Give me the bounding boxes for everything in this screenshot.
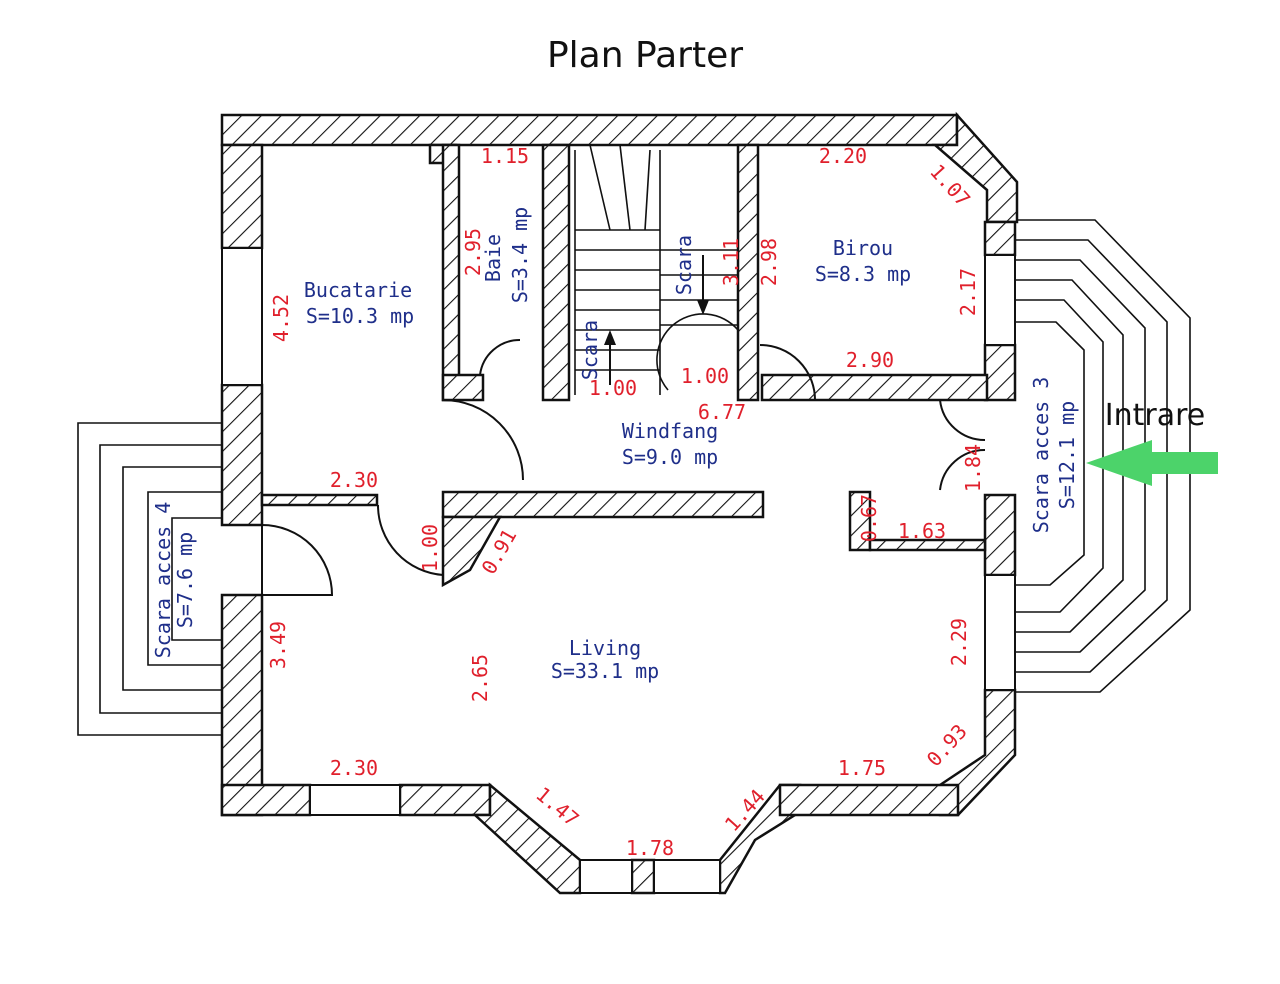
room-name-bucatarie: Bucatarie	[304, 278, 412, 302]
dim-birou-top: 2.20	[819, 144, 867, 168]
dim-windfang-door: 1.84	[961, 444, 985, 492]
room-area-living: S=33.1 mp	[551, 659, 659, 683]
dim-bay-left: 1.47	[531, 782, 583, 831]
dim-birou-bottom: 2.90	[846, 348, 894, 372]
dim-recess-width: 1.63	[898, 519, 946, 543]
room-name-birou: Birou	[833, 236, 893, 260]
dim-baie-width: 1.15	[481, 144, 529, 168]
room-area-windfang: S=9.0 mp	[622, 445, 718, 469]
room-name-living: Living	[569, 636, 641, 660]
dim-birou-left: 2.98	[757, 238, 781, 286]
entry-label: Intrare	[1105, 398, 1205, 433]
dim-kitchen-height: 4.52	[269, 294, 293, 342]
room-name-baie: Baie	[481, 234, 505, 282]
room-area-scara-acces-3: S=12.1 mp	[1055, 401, 1079, 509]
doors	[261, 338, 986, 596]
entry-arrow-icon	[1086, 440, 1218, 486]
page-title: Plan Parter	[547, 35, 743, 76]
walls	[220, 111, 1019, 895]
dim-living-mid: 2.65	[468, 654, 492, 702]
room-area-scara-acces-4: S=7.6 mp	[173, 532, 197, 628]
stairs-left-exterior	[77, 422, 222, 736]
room-name-scara-up: Scara	[578, 320, 602, 380]
dim-recess-depth: 0.67	[857, 494, 881, 542]
dim-living-left: 3.49	[266, 621, 290, 669]
room-name-windfang: Windfang	[622, 419, 718, 443]
dim-living-bottom-right: 1.75	[838, 756, 886, 780]
dim-hall-door: 1.00	[418, 524, 442, 572]
room-area-baie: S=3.4 mp	[508, 207, 532, 303]
dim-baie-height: 2.95	[461, 228, 485, 276]
room-area-bucatarie: S=10.3 mp	[306, 304, 414, 328]
interior-stairs	[574, 144, 739, 395]
dim-windfang-width: 6.77	[698, 400, 746, 424]
dim-living-corner: 0.93	[922, 719, 972, 771]
windows	[221, 247, 1016, 894]
dim-stair-right-width: 1.00	[681, 364, 729, 388]
room-labels: Bucatarie S=10.3 mp Baie S=3.4 mp Birou …	[151, 207, 1079, 683]
dim-bay-front: 1.78	[626, 836, 674, 860]
dim-birou-right: 2.17	[956, 268, 980, 316]
room-name-scara-acces-4: Scara acces 4	[151, 502, 175, 659]
dim-living-bottom-left: 2.30	[330, 756, 378, 780]
room-name-scara-down: Scara	[672, 235, 696, 295]
dim-kitchen-bottom: 2.30	[330, 468, 378, 492]
room-area-birou: S=8.3 mp	[815, 262, 911, 286]
dim-living-right: 2.29	[947, 618, 971, 666]
dim-stair-height: 3.11	[719, 238, 743, 286]
dim-stair-left-width: 1.00	[589, 376, 637, 400]
room-name-scara-acces-3: Scara acces 3	[1029, 377, 1053, 534]
